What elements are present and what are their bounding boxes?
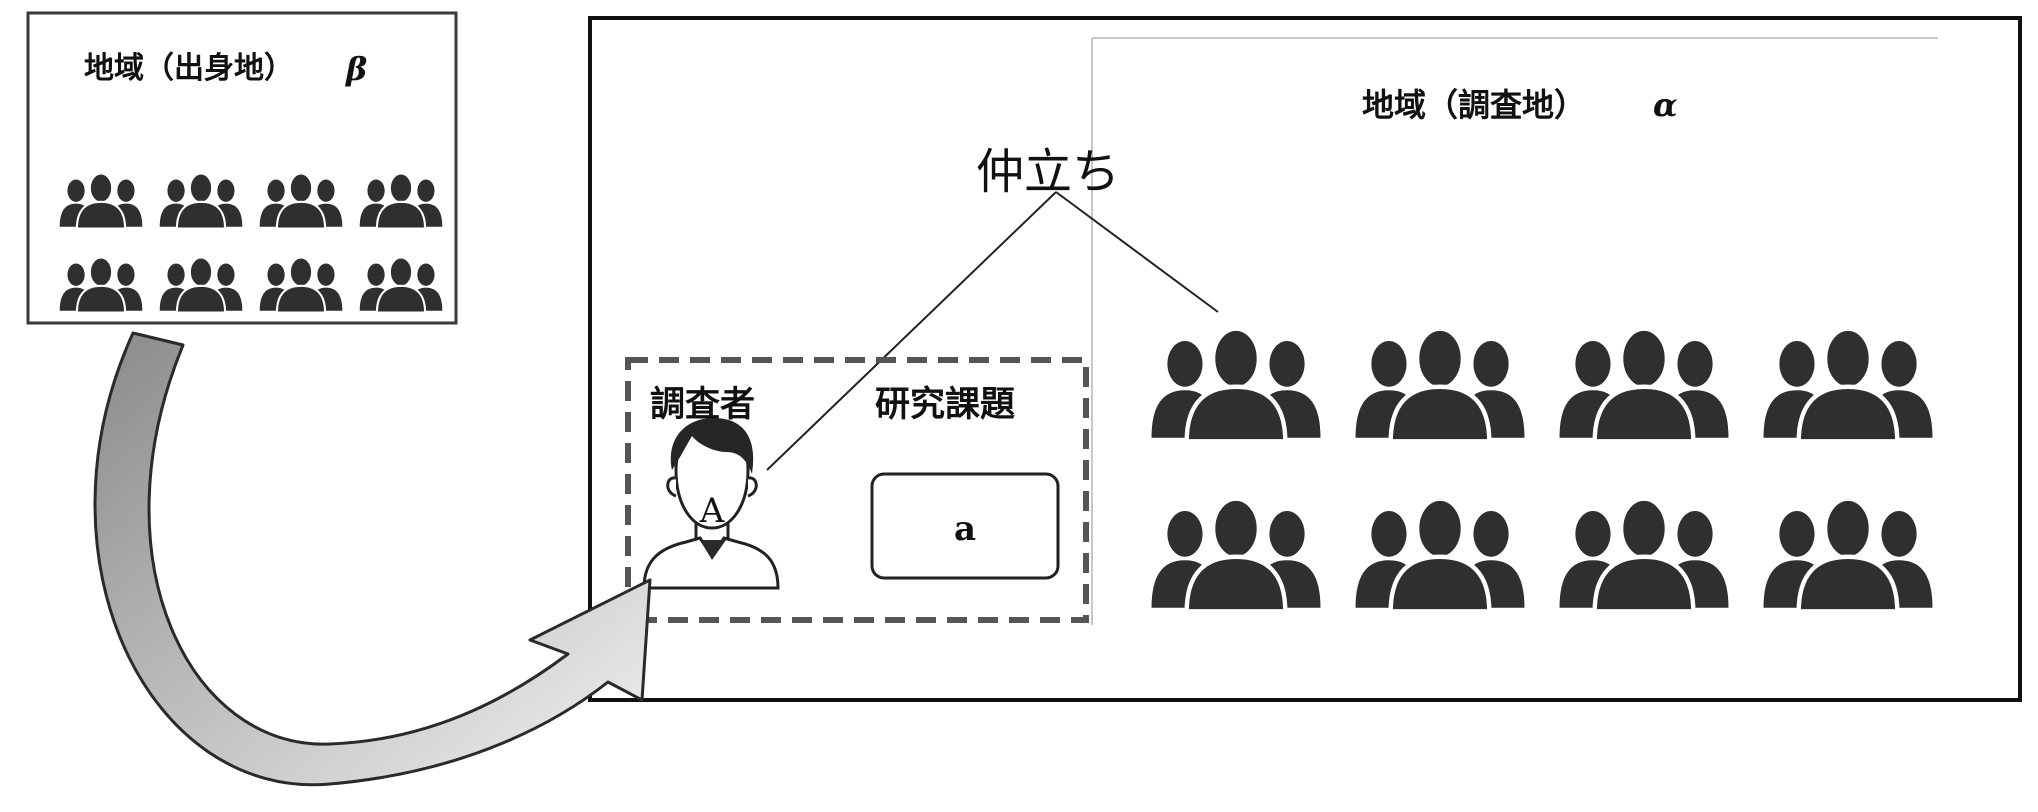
topic-label: 研究課題 xyxy=(875,384,1015,425)
intermediary-label: 仲立ち xyxy=(976,144,1120,200)
researcher-initial: A xyxy=(699,491,725,531)
person-icon: A xyxy=(642,418,780,590)
curved-arrow-icon xyxy=(93,331,652,787)
origin-region-box: 地域（出身地） β xyxy=(26,11,458,325)
origin-region-symbol: β xyxy=(345,50,367,88)
researcher-box: 調査者 研究課題 A a xyxy=(625,357,1089,623)
topic-value: a xyxy=(954,509,976,549)
intermediary-line-to-researcher xyxy=(766,191,1057,471)
intermediary: 仲立ち xyxy=(766,144,1219,471)
survey-region-label: 地域（調査地） xyxy=(1362,86,1586,124)
intermediary-line-to-region xyxy=(1055,191,1219,313)
survey-region-symbol: α xyxy=(1653,86,1678,124)
topic-box xyxy=(870,472,1060,580)
researcher-label: 調査者 xyxy=(650,384,755,425)
survey-region-box: 地域（調査地） α xyxy=(1091,37,1938,625)
origin-region-label: 地域（出身地） xyxy=(84,51,294,86)
